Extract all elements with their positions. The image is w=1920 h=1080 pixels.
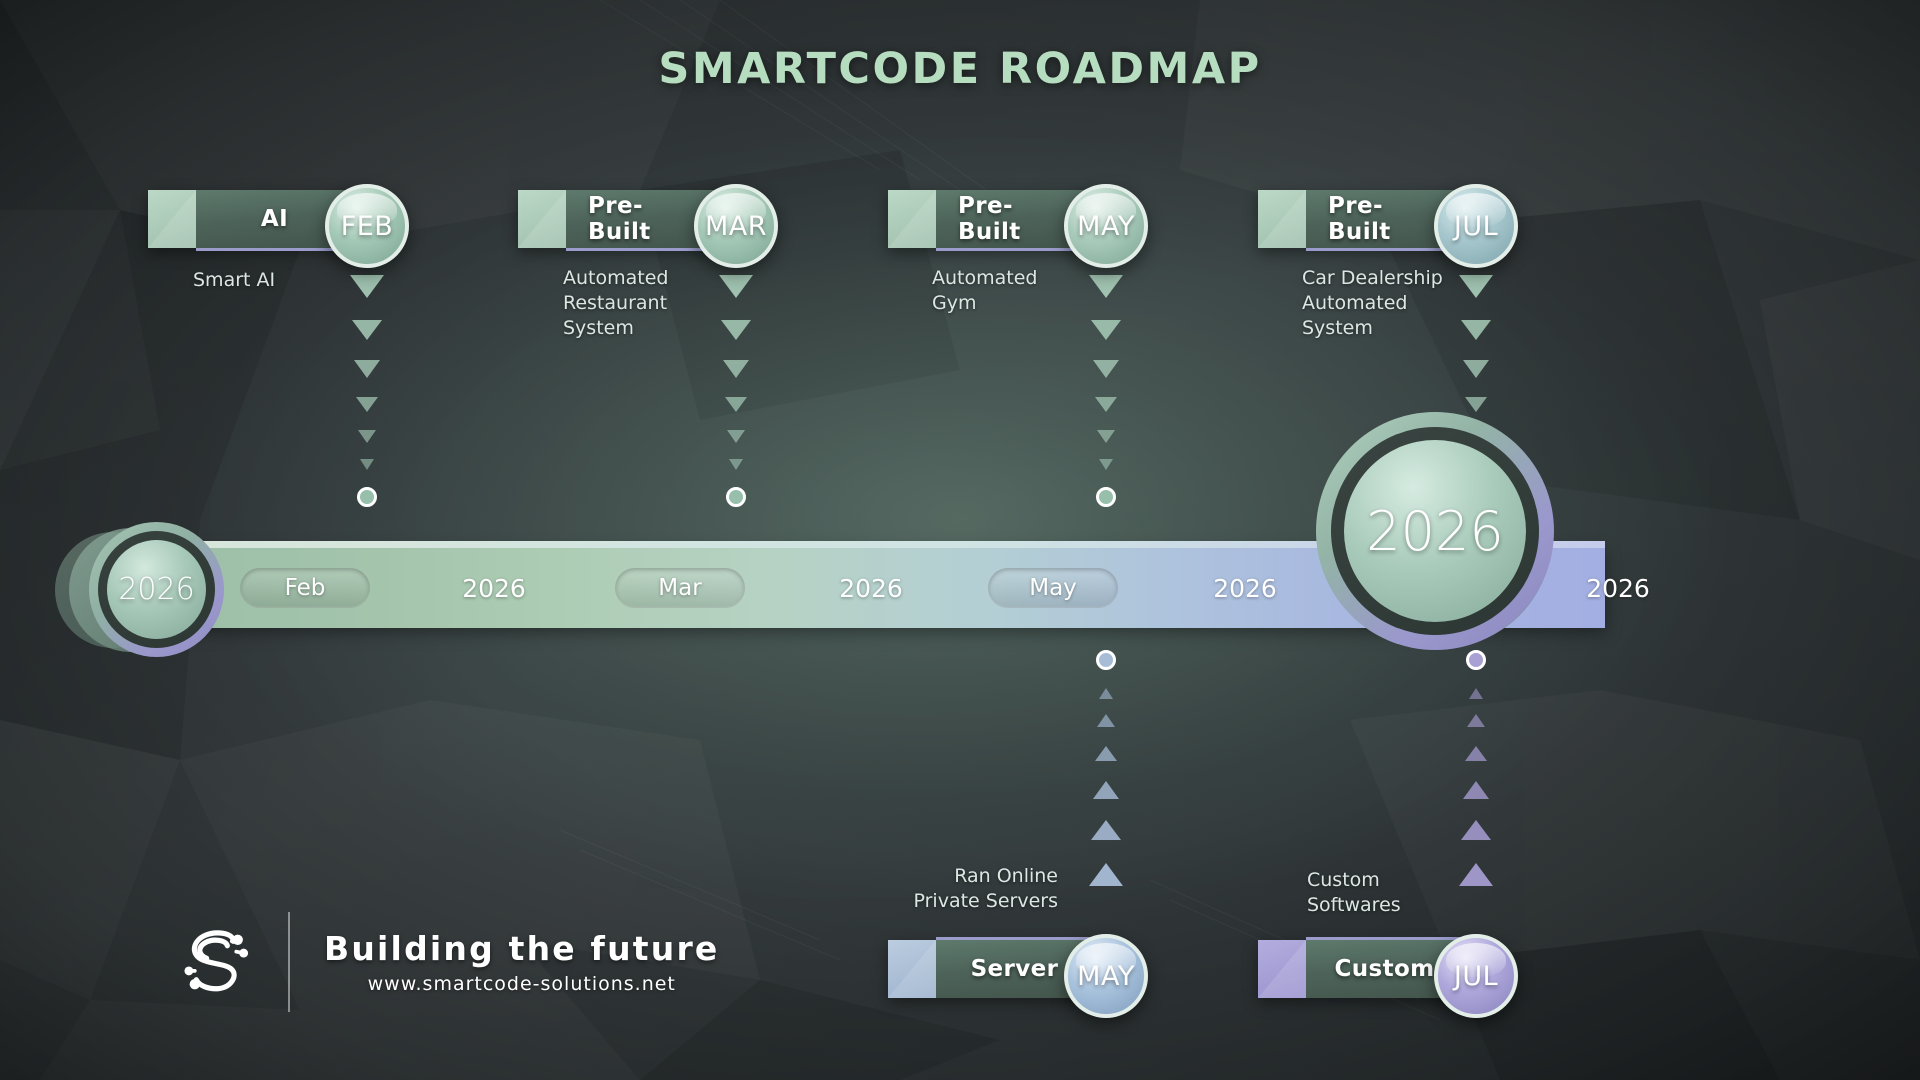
timeline-year-1: 2026 (839, 573, 903, 603)
timeline-pill-mar[interactable]: Mar (615, 568, 745, 608)
month-badge-text: MAY (1077, 960, 1135, 992)
timeline-year-3: 2026 (1586, 573, 1650, 603)
arrow-chain-endpoint (1096, 487, 1116, 507)
month-badge-text: MAY (1077, 210, 1135, 242)
description-line: Private Servers (913, 890, 1059, 912)
card-accent-tab (1258, 190, 1306, 248)
description-line: System (1302, 317, 1373, 339)
milestone-card-ai[interactable]: AI (148, 190, 353, 251)
description-line: Automated (1302, 292, 1408, 314)
description-line: Automated (563, 267, 669, 289)
month-badge-text: JUL (1453, 960, 1499, 992)
month-badge-jul-top[interactable]: JUL (1434, 184, 1518, 268)
milestone-card-custom[interactable]: Custom (1258, 937, 1463, 998)
milestone-card-prebuilt-jul[interactable]: Pre-Built (1258, 190, 1463, 251)
arrow-chain-feb (330, 275, 404, 545)
footer-url: www.smartcode-solutions.net (367, 973, 676, 995)
arrow-chain-endpoint (357, 487, 377, 507)
description-line: Restaurant (563, 292, 668, 314)
description-line: Automated (932, 267, 1038, 289)
end-year-label: 2026 (1344, 440, 1526, 622)
card-accent-tab (1258, 940, 1306, 998)
arrow-chain-endpoint (726, 487, 746, 507)
milestone-card-prebuilt-mar[interactable]: Pre-Built (518, 190, 723, 251)
month-badge-text: FEB (340, 210, 394, 242)
card-accent-tab (888, 940, 936, 998)
smartcode-s-logo-icon (180, 925, 254, 999)
description-line: System (563, 317, 634, 339)
month-badge-jul-bottom[interactable]: JUL (1434, 934, 1518, 1018)
card-accent-tab (148, 190, 196, 248)
milestone-card-prebuilt-may[interactable]: Pre-Built (888, 190, 1093, 251)
description-line: Ran Online (954, 865, 1058, 887)
month-badge-may-bottom[interactable]: MAY (1064, 934, 1148, 1018)
card-accent-tab (518, 190, 566, 248)
arrow-chain-server-may (1069, 650, 1143, 920)
description-line: Softwares (1307, 894, 1401, 916)
timeline-year-0: 2026 (462, 573, 526, 603)
footer-divider (288, 912, 290, 1012)
card-accent-tab (888, 190, 936, 248)
month-badge-text: JUL (1453, 210, 1499, 242)
description-line: Car Dealership (1302, 267, 1443, 289)
milestone-description-ai: Smart AI (193, 268, 423, 293)
arrow-chain-endpoint (1096, 650, 1116, 670)
month-badge-text: MAR (704, 210, 768, 242)
start-year-label: 2026 (107, 540, 206, 639)
milestone-card-server[interactable]: Server (888, 937, 1093, 998)
timeline-end-marker: 2026 (1316, 412, 1554, 667)
footer: Building the future www.smartcode-soluti… (180, 912, 720, 1012)
description-line: Gym (932, 292, 977, 314)
timeline-start-marker: 2026 (55, 522, 245, 657)
page-title: SMARTCODE ROADMAP (658, 44, 1262, 94)
month-badge-may-top[interactable]: MAY (1064, 184, 1148, 268)
timeline-pill-feb[interactable]: Feb (240, 568, 370, 608)
timeline-pill-may[interactable]: May (988, 568, 1118, 608)
timeline-year-2: 2026 (1213, 573, 1277, 603)
description-line: Smart AI (193, 269, 276, 291)
month-badge-mar[interactable]: MAR (694, 184, 778, 268)
description-line: Custom (1307, 869, 1380, 891)
footer-tagline: Building the future (324, 929, 720, 968)
month-badge-feb[interactable]: FEB (325, 184, 409, 268)
